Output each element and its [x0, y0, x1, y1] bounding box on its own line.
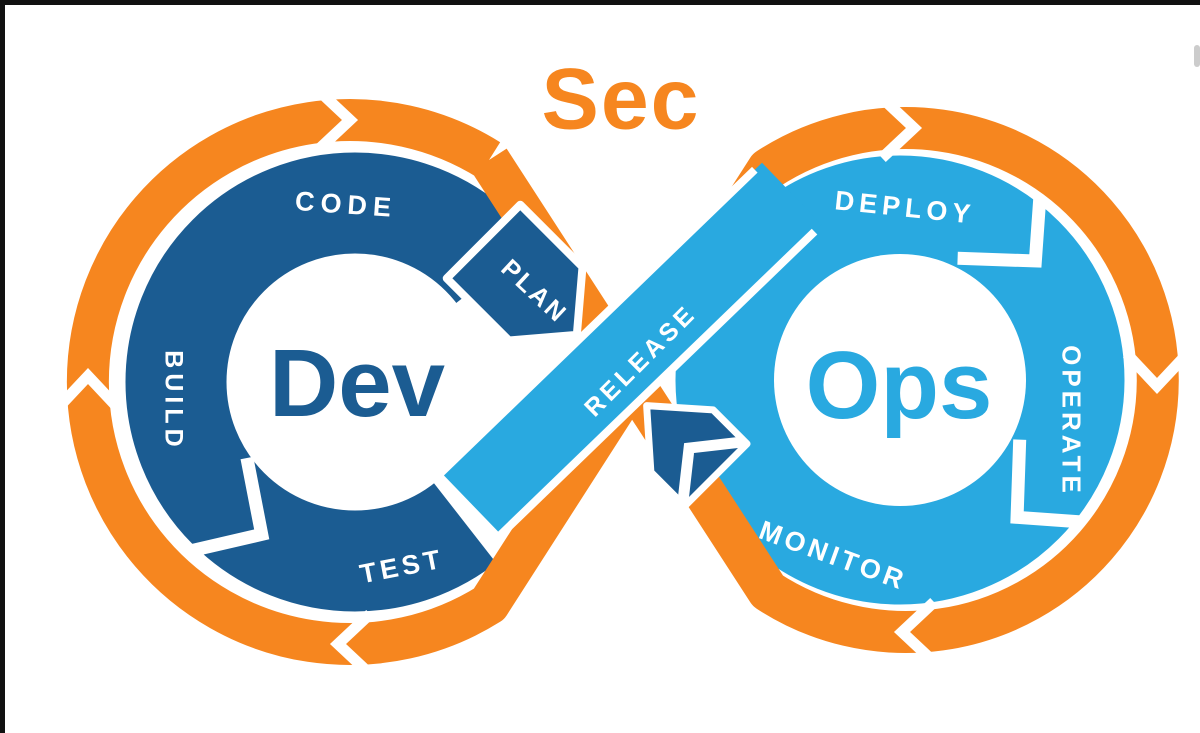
ops-ring-arrow-notch-top — [957, 182, 1048, 268]
top-border-bar — [0, 0, 1200, 5]
dev-ring-arrow-notch — [184, 456, 270, 559]
release-band-edge-bottom — [495, 228, 818, 541]
security-label: Sec — [541, 51, 701, 148]
dev-center-circle — [228, 255, 482, 509]
orange-arrow-notch-right-bottom — [893, 597, 938, 667]
orange-arrow-notch-right-top — [878, 93, 923, 163]
release-band — [438, 162, 822, 538]
monitor-to-plan-arrow-notch — [677, 436, 746, 505]
orange-arrow-notch-left-top — [314, 85, 359, 155]
orange-arrow-notch-right-side — [1122, 350, 1192, 395]
ops-ring-arrow-notch-bottom — [1010, 439, 1096, 530]
stage-label-operate: OPERATE — [1056, 345, 1087, 497]
left-border-bar — [0, 0, 5, 733]
plan-arrow-segment — [442, 200, 587, 345]
release-band-edge-top — [435, 166, 758, 479]
scrollbar-fragment[interactable] — [1194, 45, 1200, 67]
monitor-to-plan-arrow — [643, 402, 751, 510]
orange-arrow-notch-left-bottom — [329, 609, 374, 679]
stage-label-build: BUILD — [159, 350, 188, 452]
release-band-end-cap — [434, 471, 503, 542]
dev-center-label: Dev — [268, 330, 446, 437]
orange-arrow-notch-left-side — [53, 367, 123, 412]
ops-center-circle — [774, 254, 1026, 506]
ops-center-label: Ops — [805, 332, 993, 439]
ops-ring — [675, 155, 1125, 605]
